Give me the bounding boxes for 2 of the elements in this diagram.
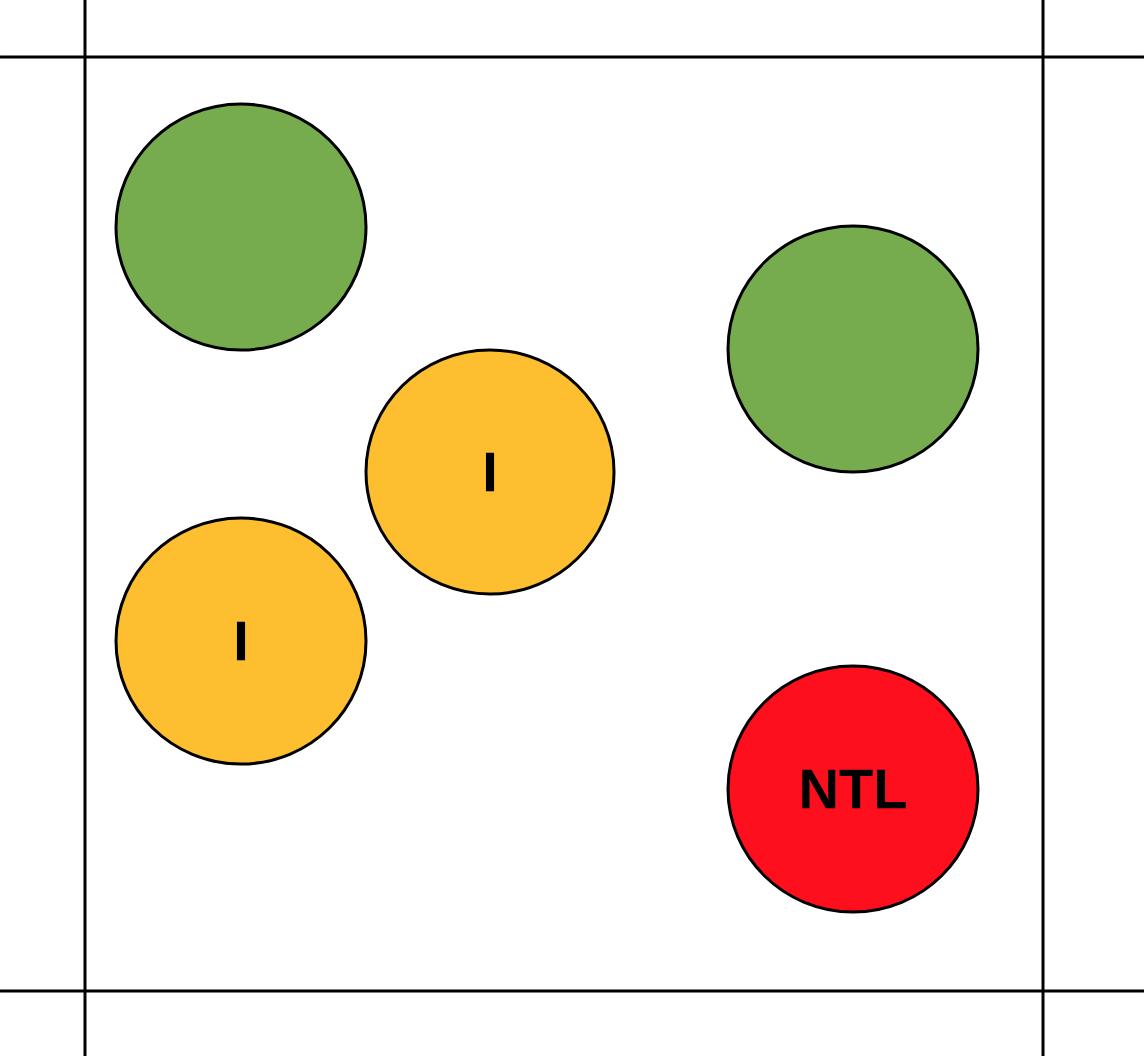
circle [114,102,368,352]
circle [726,224,980,474]
